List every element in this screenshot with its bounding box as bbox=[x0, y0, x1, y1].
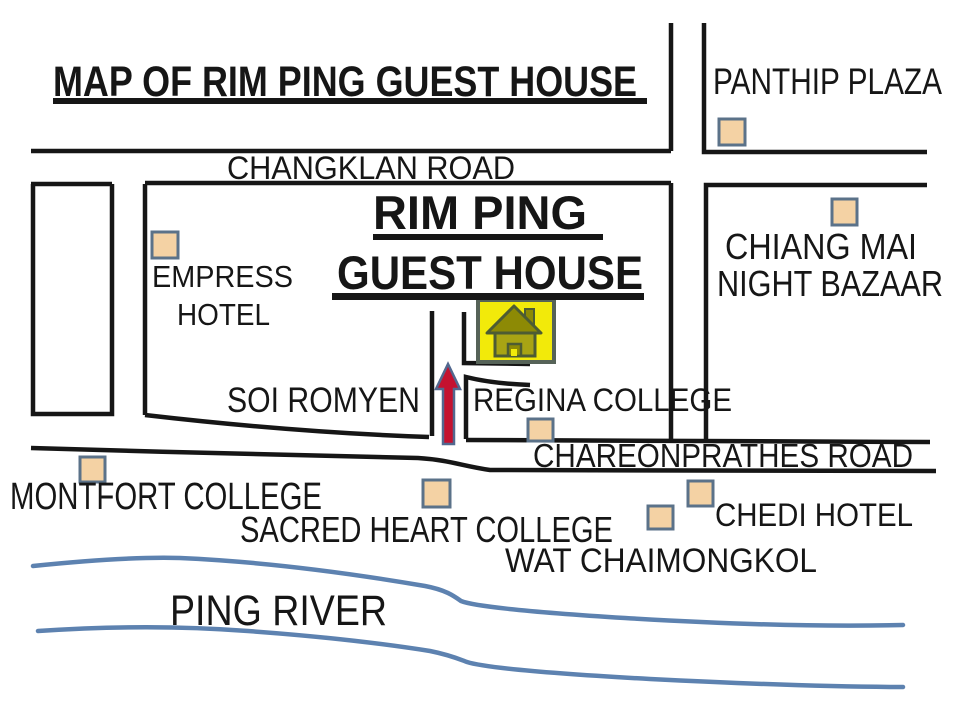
marker-panthip-plaza bbox=[717, 117, 747, 147]
landmark-panthip-plaza-label: PANTHIP PLAZA bbox=[713, 61, 942, 102]
marker-montfort-college bbox=[78, 455, 107, 484]
house-icon bbox=[476, 298, 556, 364]
guest-house-underline bbox=[332, 293, 644, 300]
landmark-regina-college-label: REGINA COLLEGE bbox=[473, 382, 732, 418]
landmark-chedi-hotel-label: CHEDI HOTEL bbox=[715, 497, 913, 533]
regina-block-edge bbox=[463, 374, 531, 439]
marker-empress-hotel bbox=[150, 230, 180, 260]
road-chareonprathes-label: CHAREONPRATHES ROAD bbox=[533, 437, 913, 474]
marker-chedi-hotel bbox=[686, 479, 715, 508]
landmark-night-bazaar-label-line1: CHIANG MAI bbox=[725, 226, 917, 267]
landmark-empress-hotel-label-line2: HOTEL bbox=[177, 297, 270, 332]
river-label: PING RIVER bbox=[170, 587, 387, 635]
road-soi-romyen-label: SOI ROMYEN bbox=[227, 381, 420, 420]
map-title: MAP OF RIM PING GUEST HOUSE bbox=[53, 58, 637, 106]
direction-arrow-icon bbox=[434, 361, 462, 446]
river-north-bank bbox=[30, 555, 906, 628]
destination-name-line2: GUEST HOUSE bbox=[337, 246, 643, 299]
river-south-bank bbox=[35, 625, 906, 690]
road-mid-vertical-right-edge bbox=[703, 182, 927, 441]
rim-ping-underline bbox=[373, 234, 603, 240]
marker-night-bazaar bbox=[830, 197, 859, 227]
marker-regina-college bbox=[526, 417, 555, 443]
landmark-sacred-heart-college-label: SACRED HEART COLLEGE bbox=[240, 509, 613, 550]
river-lines bbox=[30, 555, 906, 690]
landmark-night-bazaar-label-line2: NIGHT BAZAAR bbox=[717, 263, 943, 304]
road-soi-romyen-edge bbox=[144, 412, 430, 440]
title-underline bbox=[53, 98, 647, 104]
landmark-empress-hotel-label-line1: EMPRESS bbox=[152, 259, 293, 294]
road-chareonprathes-bottom-edge bbox=[30, 445, 937, 474]
block-left-outline bbox=[30, 184, 115, 417]
landmark-wat-chaimongkol-label: WAT CHAIMONGKOL bbox=[505, 542, 817, 580]
road-top-vertical-right-edge bbox=[701, 23, 927, 155]
underlines bbox=[53, 98, 647, 300]
house-door-window bbox=[511, 349, 517, 356]
marker-wat-chaimongkol bbox=[646, 504, 675, 531]
landmark-markers bbox=[78, 117, 859, 531]
destination-name-line1: RIM PING bbox=[373, 186, 587, 239]
landmark-montfort-college-label: MONTFORT COLLEGE bbox=[10, 476, 322, 518]
road-changklan-label: CHANGKLAN ROAD bbox=[227, 150, 515, 186]
marker-sacred-heart-college bbox=[421, 478, 452, 509]
